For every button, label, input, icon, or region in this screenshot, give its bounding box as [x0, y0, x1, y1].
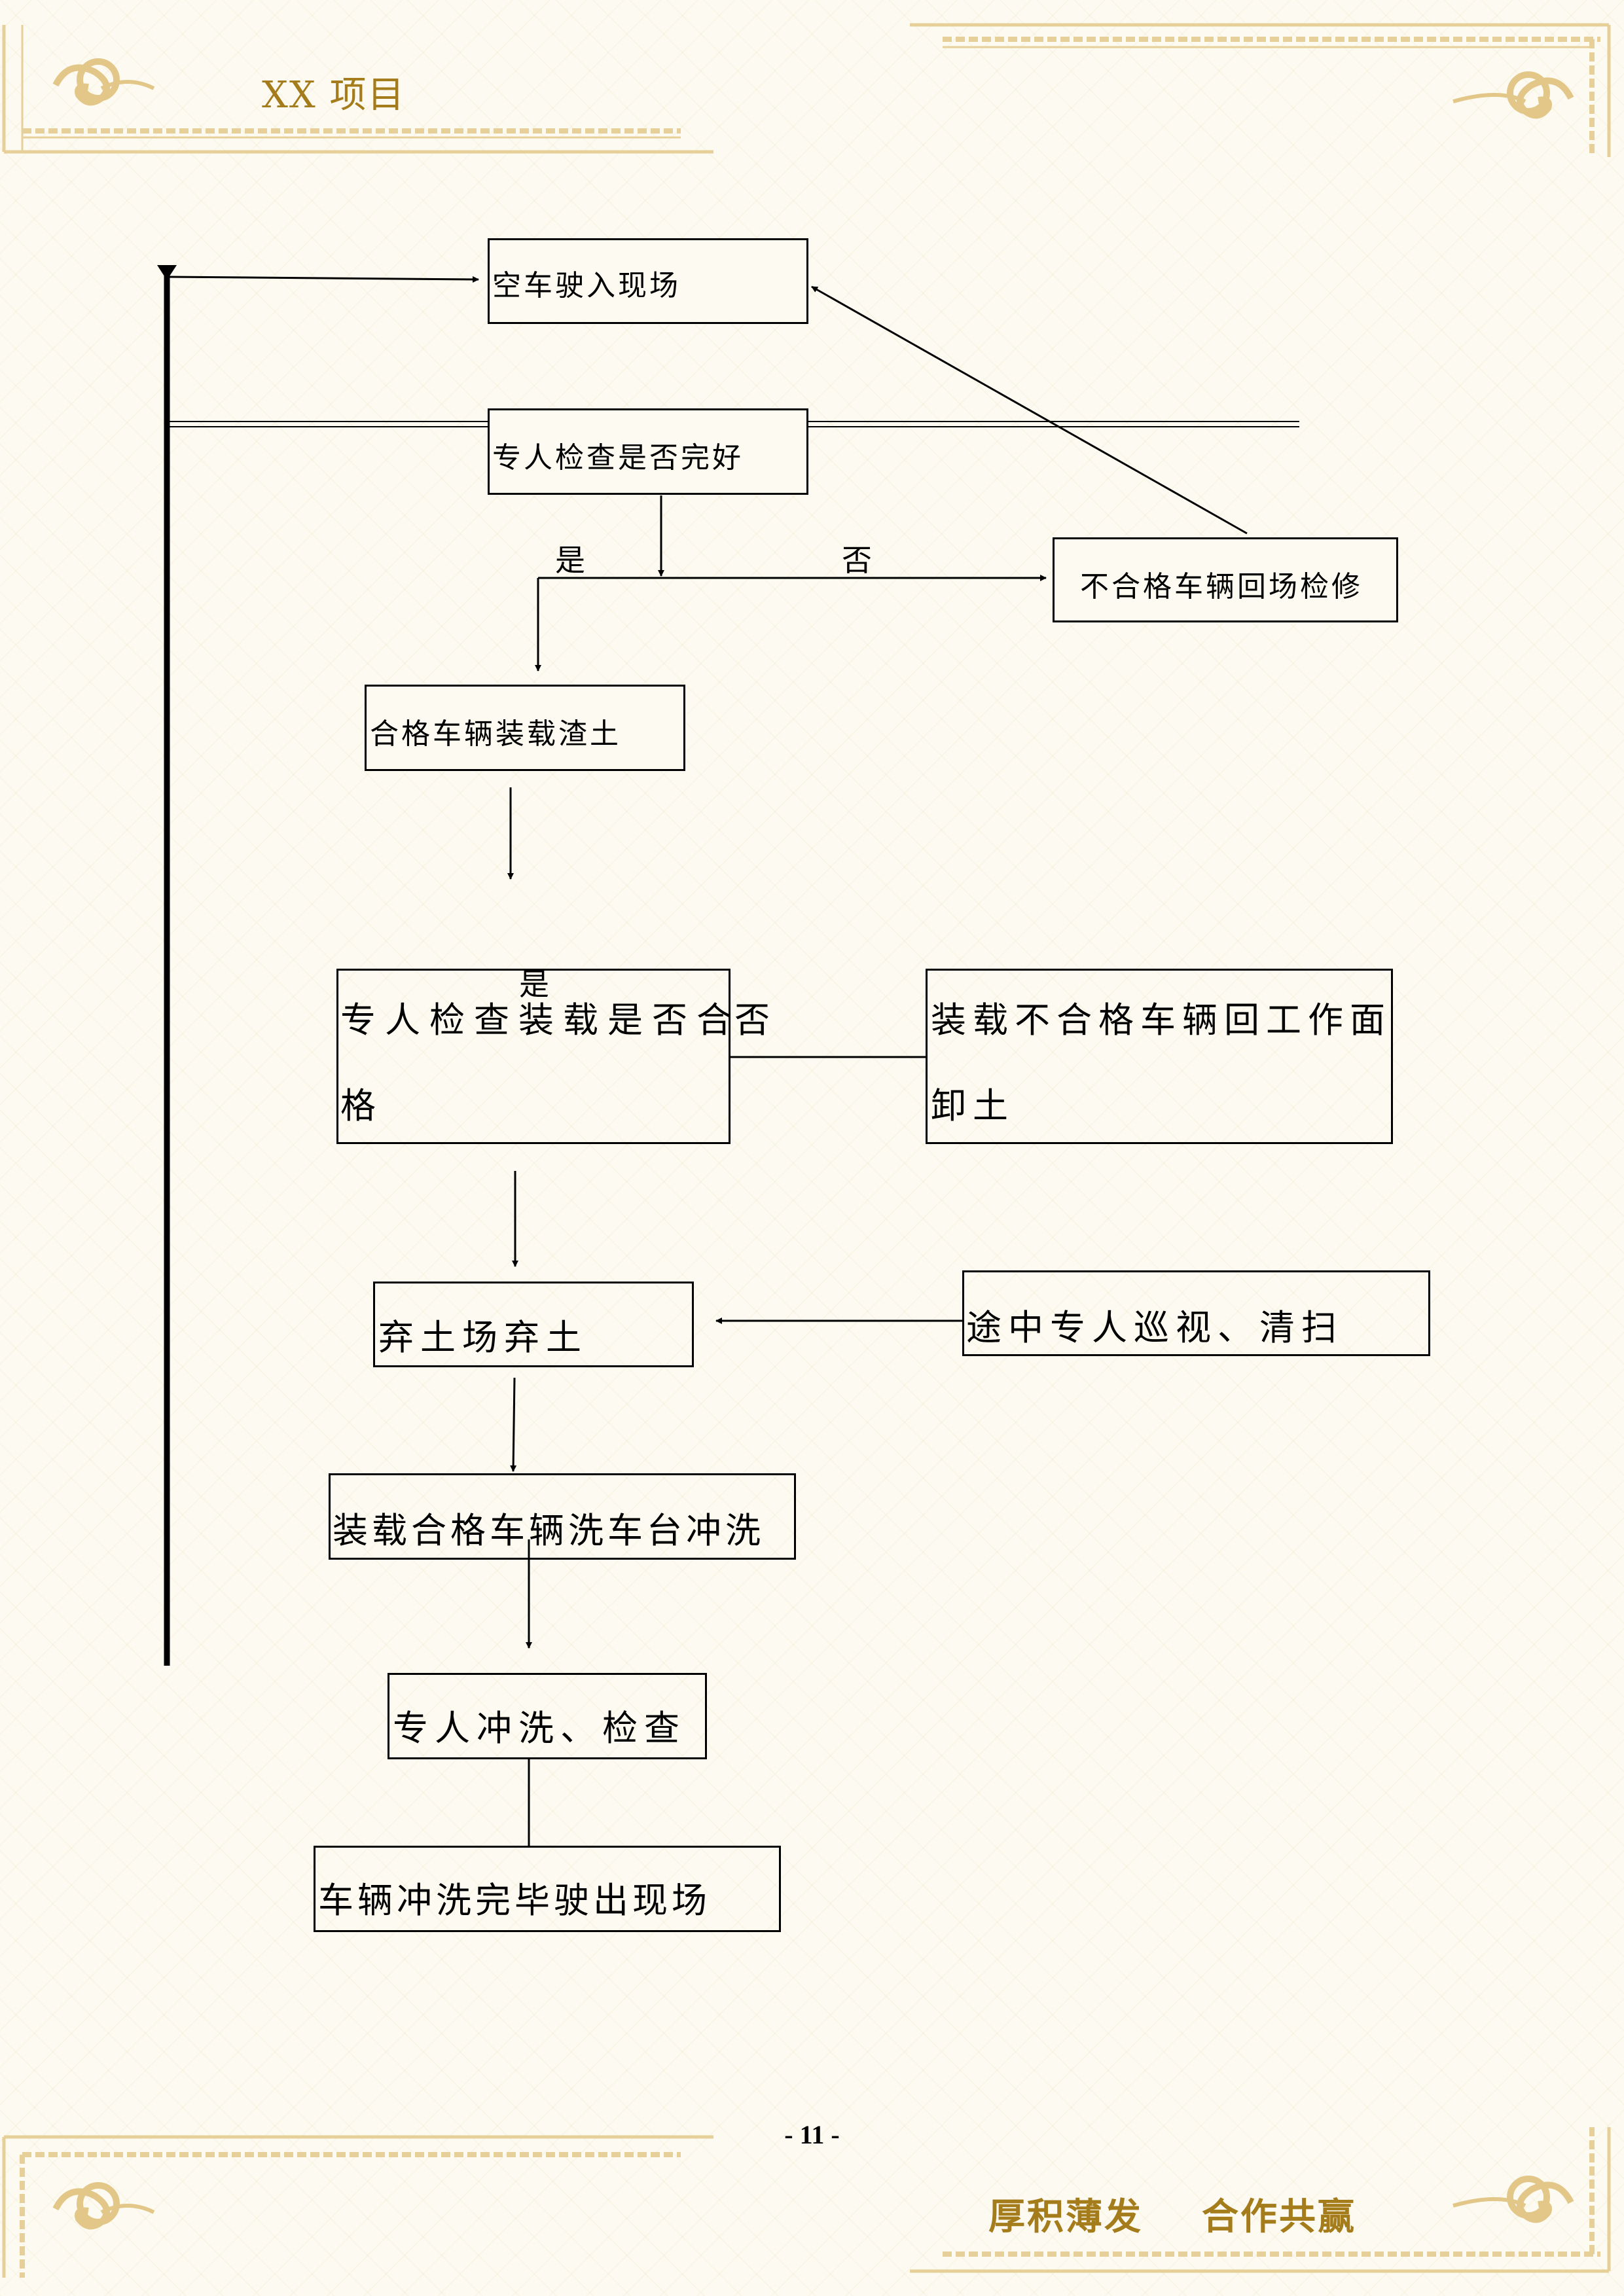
node-dump-site: [373, 1282, 694, 1367]
label-yes-1: 是: [555, 543, 585, 578]
label-no-2: 否: [734, 999, 770, 1041]
node-dump-site-text: 弃土场弃土: [378, 1317, 588, 1358]
footer-slogan: 厚积薄发 合作共赢: [988, 2195, 1356, 2238]
node-wash-platform: [329, 1473, 796, 1560]
node-inspect-load: [336, 969, 731, 1144]
node-load-unqualified: [926, 969, 1393, 1144]
header-title: XX 项目: [262, 74, 406, 117]
node-exit-site: [314, 1846, 781, 1932]
footer-ornament-right: [910, 2127, 1611, 2273]
node-exit-site-text: 车辆冲洗完毕驶出现场: [318, 1880, 711, 1921]
arrow-to-wash-platform: [510, 1377, 517, 1472]
node-wash-check-text: 专人冲洗、检查: [393, 1708, 686, 1749]
header-ornament-right: [910, 23, 1611, 157]
node-unqualified-return-text: 不合格车辆回场检修: [1080, 570, 1363, 603]
node-inspect-vehicle-text: 专人检查是否完好: [492, 441, 744, 475]
arrow-return-to-entry: [811, 285, 1248, 535]
node-wash-platform-text: 装载合格车辆洗车台冲洗: [333, 1510, 765, 1551]
node-inspect-load-text-1: 专人检查装载是否合: [340, 999, 741, 1041]
node-inspect-vehicle: [488, 408, 808, 495]
node-patrol-clean-text: 途中专人巡视、清扫: [966, 1307, 1343, 1348]
node-empty-truck-enter-text: 空车驶入现场: [492, 269, 681, 302]
node-qualified-load: [365, 685, 685, 771]
node-qualified-load-text: 合格车辆装载渣土: [370, 717, 621, 751]
node-wash-check: [388, 1673, 707, 1759]
footer-ornament-left: [2, 2135, 713, 2278]
header-ornament-left: [2, 25, 713, 154]
arrow-to-empty-truck: [168, 276, 479, 283]
return-loop-arrowhead: [157, 265, 177, 280]
node-load-unqualified-text-2: 卸土: [931, 1085, 1015, 1126]
page-number: - 11 -: [784, 2120, 840, 2149]
node-inspect-load-text-2: 格: [340, 1085, 376, 1126]
label-no-1: 否: [842, 543, 872, 578]
node-unqualified-return: [1053, 537, 1398, 622]
node-patrol-clean: [962, 1270, 1430, 1356]
node-load-unqualified-text-1: 装载不合格车辆回工作面: [931, 999, 1392, 1041]
label-yes-2: 是: [519, 967, 549, 1002]
node-empty-truck-enter: [488, 238, 808, 324]
